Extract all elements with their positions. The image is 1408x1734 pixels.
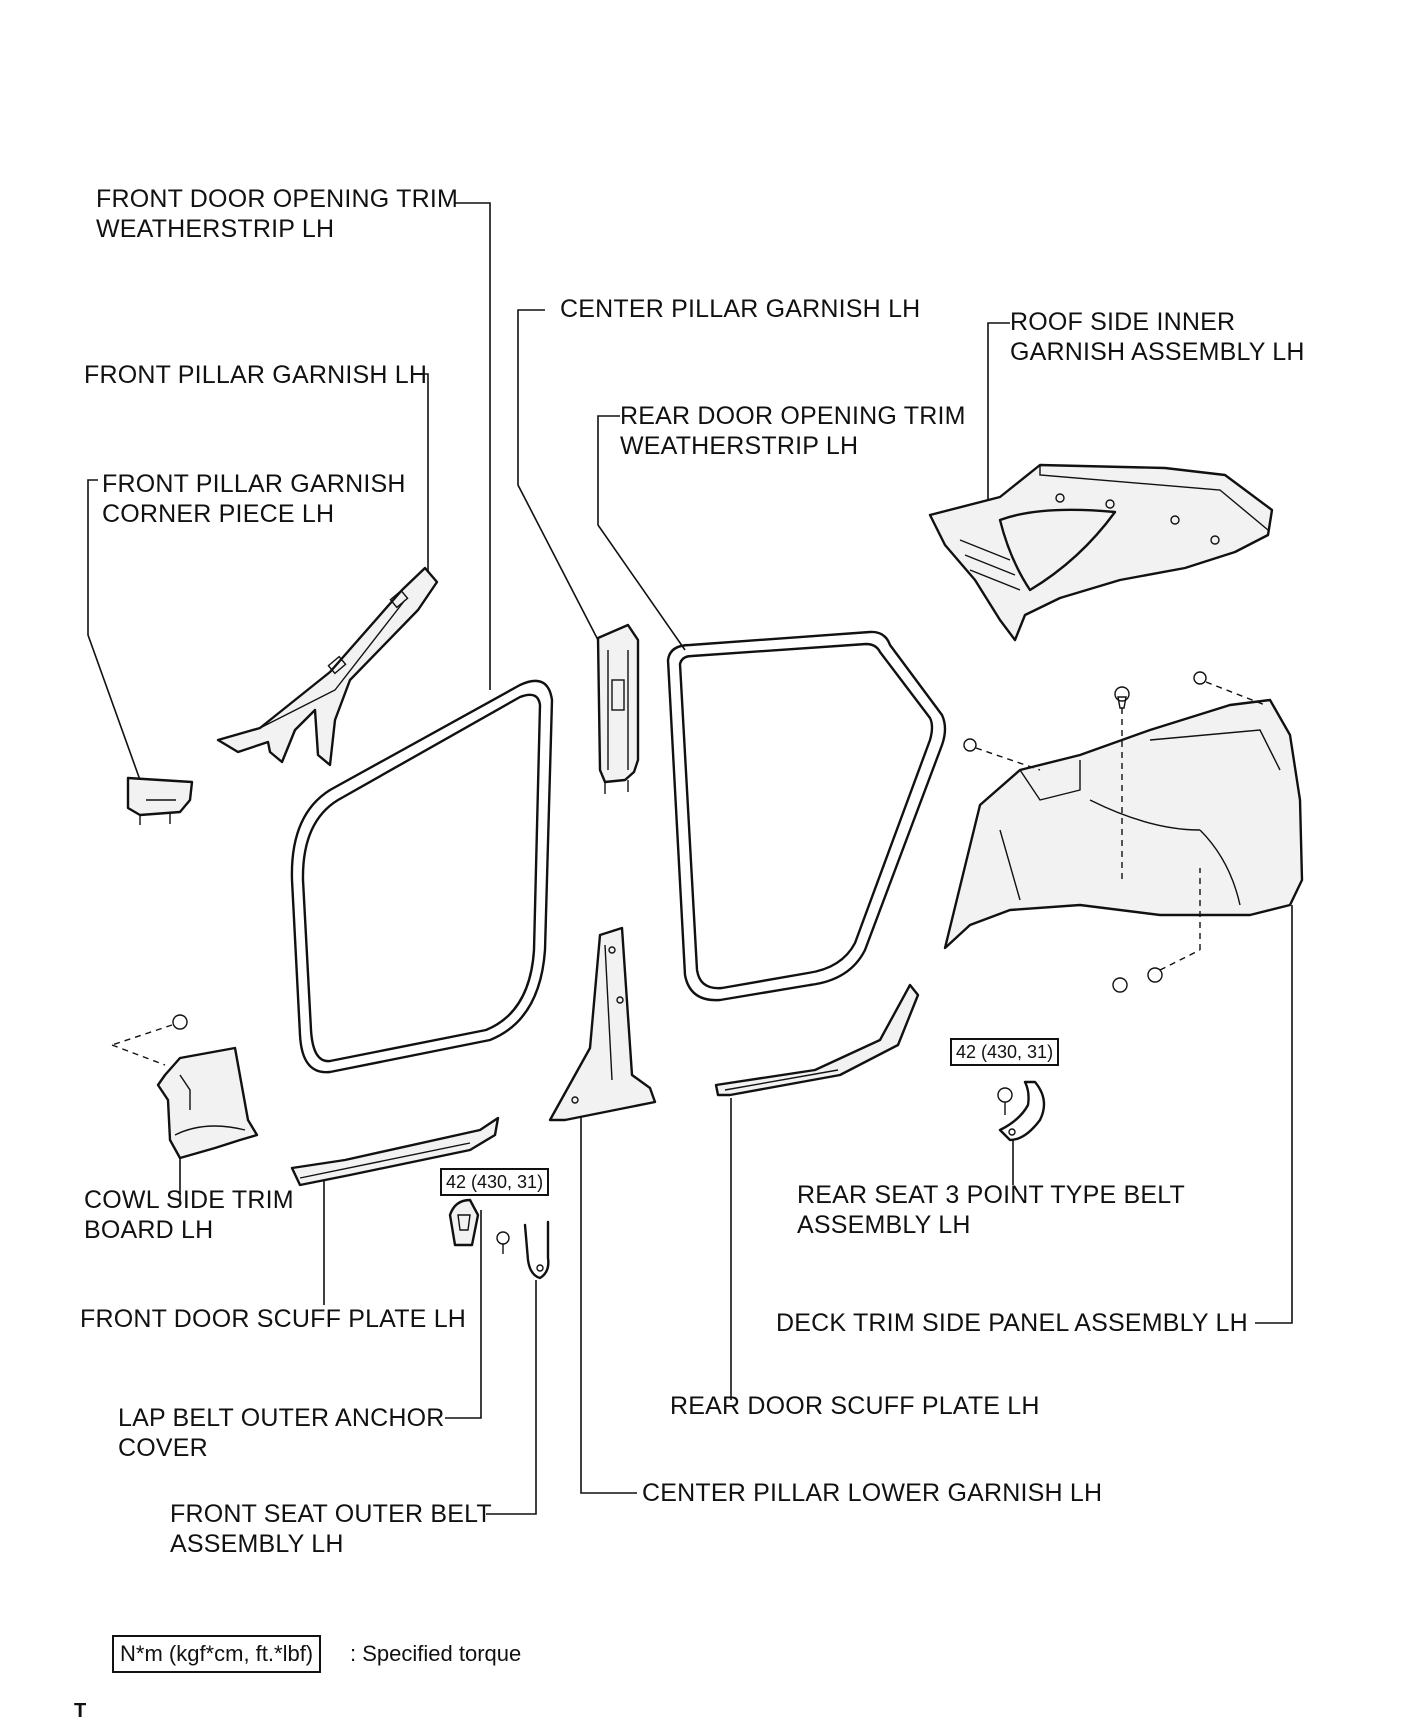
label-front-door-scuff-plate: FRONT DOOR SCUFF PLATE LH [80, 1305, 467, 1333]
rear-seat-belt-part [998, 1080, 1046, 1142]
legend-torque-unit-box: N*m (kgf*cm, ft.*lbf) [112, 1635, 322, 1673]
label-cowl-side-trim-line1: COWL SIDE TRIM [84, 1186, 294, 1214]
rear-door-scuff-plate-part [714, 983, 920, 1097]
cowl-side-trim-part [111, 1014, 259, 1160]
label-cowl-side-trim-line2: BOARD LH [84, 1216, 214, 1244]
label-corner-piece-line2: CORNER PIECE LH [102, 500, 335, 528]
leader-lines [87, 202, 1293, 1515]
label-roof-side-inner-line1: ROOF SIDE INNER [1010, 308, 1236, 336]
label-rear-door-opening-trim-line1: REAR DOOR OPENING TRIM [620, 402, 966, 430]
center-pillar-garnish-part [596, 623, 640, 794]
front-seat-belt-bolt [496, 1231, 510, 1254]
lap-belt-cover-part [448, 1198, 480, 1247]
corner-mark: T [74, 1700, 87, 1722]
deck-trim-fasteners [963, 671, 1266, 993]
torque-spec-front-seat-belt: 42 (430, 31) [440, 1168, 550, 1196]
rear-door-weatherstrip-part [666, 630, 947, 1002]
front-door-scuff-plate-part [290, 1116, 500, 1187]
rear-seat-belt-bolt [997, 1087, 1013, 1115]
roof-side-inner-garnish-part [928, 463, 1274, 642]
legend-torque-description: : Specified torque [350, 1641, 522, 1666]
torque-spec-rear-seat-belt: 42 (430, 31) [950, 1038, 1060, 1066]
label-front-seat-belt-line2: ASSEMBLY LH [170, 1530, 344, 1558]
label-rear-door-scuff-plate: REAR DOOR SCUFF PLATE LH [670, 1392, 1040, 1420]
label-front-door-opening-trim-line2: WEATHERSTRIP LH [96, 215, 335, 243]
label-lap-belt-cover-line1: LAP BELT OUTER ANCHOR [118, 1404, 445, 1432]
label-rear-seat-belt-line2: ASSEMBLY LH [797, 1211, 971, 1239]
label-front-door-opening-trim-line1: FRONT DOOR OPENING TRIM [96, 185, 459, 213]
label-center-pillar-garnish: CENTER PILLAR GARNISH LH [560, 295, 921, 323]
label-front-pillar-garnish: FRONT PILLAR GARNISH LH [84, 361, 428, 389]
front-seat-belt-part [523, 1220, 550, 1280]
label-center-pillar-lower-garnish: CENTER PILLAR LOWER GARNISH LH [642, 1479, 1103, 1507]
label-rear-door-opening-trim-line2: WEATHERSTRIP LH [620, 432, 859, 460]
front-door-weatherstrip-part [290, 679, 554, 1074]
label-front-seat-belt-line1: FRONT SEAT OUTER BELT [170, 1500, 492, 1528]
corner-piece-part [126, 776, 194, 825]
deck-trim-side-panel-part [943, 698, 1304, 950]
label-roof-side-inner-line2: GARNISH ASSEMBLY LH [1010, 338, 1305, 366]
front-pillar-garnish-part [216, 566, 439, 767]
label-lap-belt-cover-line2: COVER [118, 1434, 208, 1462]
center-pillar-lower-garnish-part [548, 926, 657, 1122]
label-rear-seat-belt-line1: REAR SEAT 3 POINT TYPE BELT [797, 1181, 1185, 1209]
label-deck-trim-side-panel: DECK TRIM SIDE PANEL ASSEMBLY LH [776, 1309, 1248, 1337]
label-corner-piece-line1: FRONT PILLAR GARNISH [102, 470, 406, 498]
